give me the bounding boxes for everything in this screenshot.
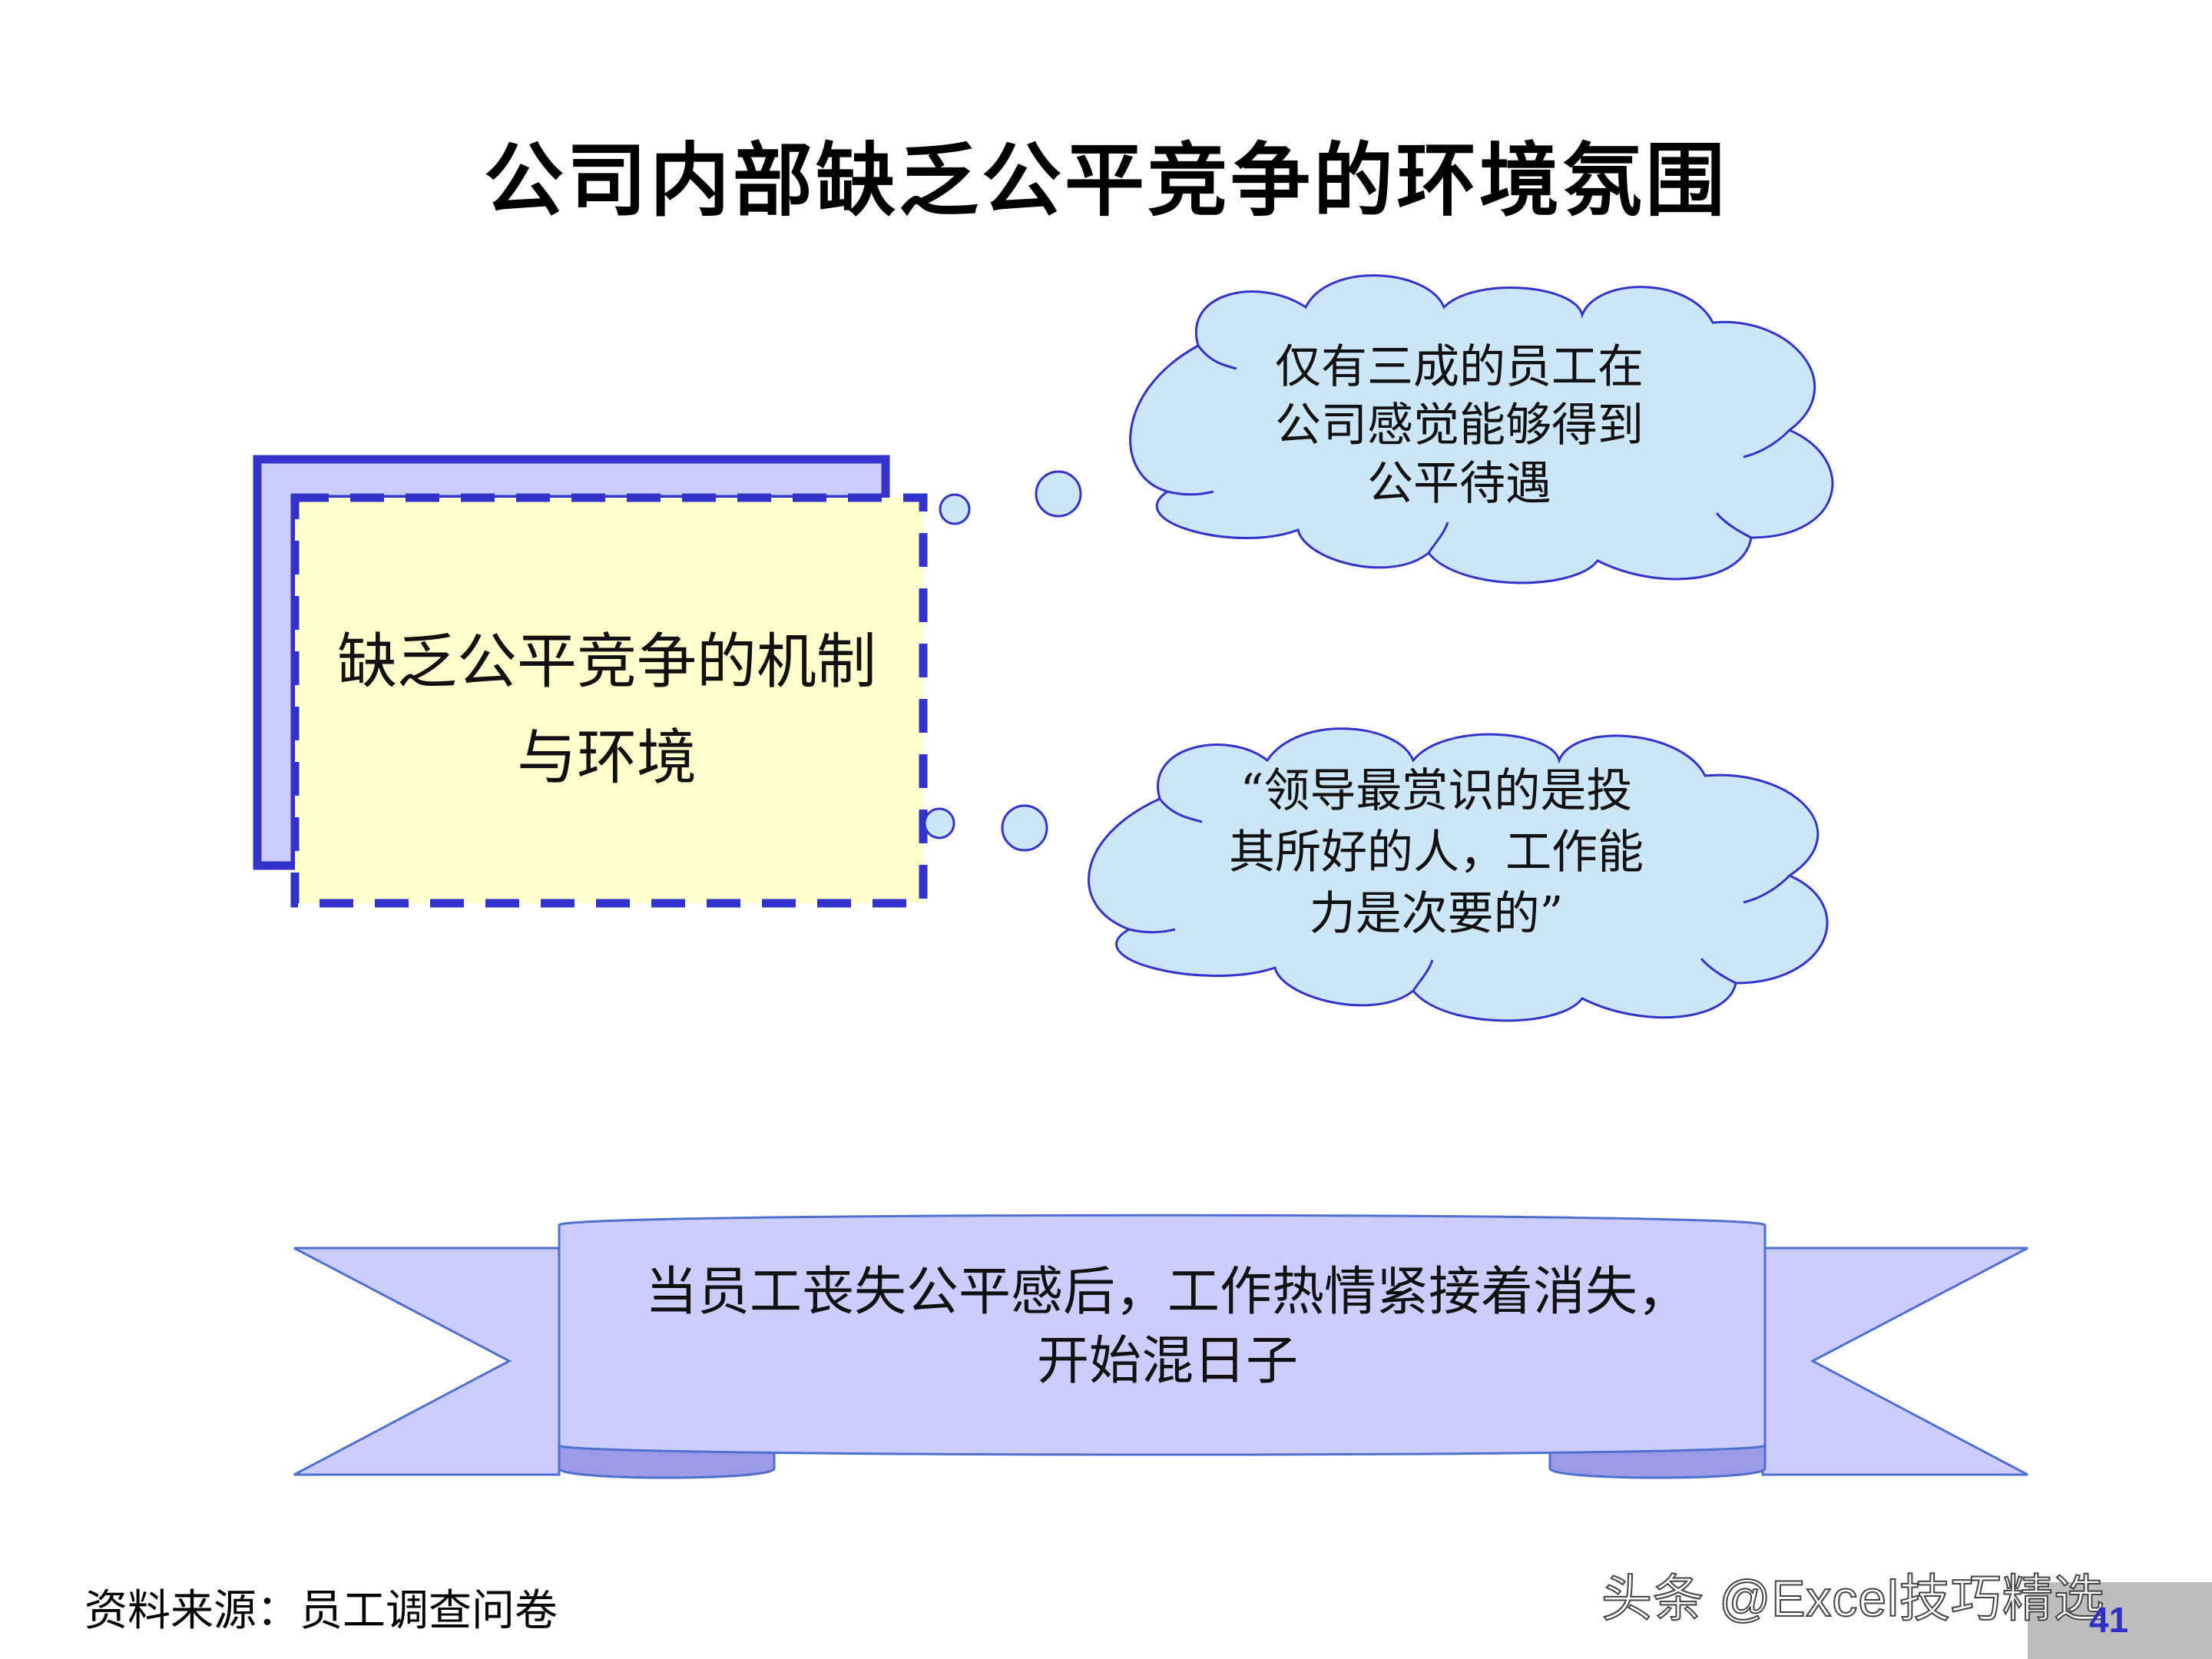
thought-dot-large-1 — [1035, 470, 1082, 518]
thought-dot-small-2 — [923, 807, 955, 839]
cloud-bottom-shape — [1088, 727, 1829, 1022]
cloud-bottom-line-1: “领导最赏识的是投 — [1240, 764, 1633, 818]
watermark: 头条 @Excel技巧精选 — [1601, 1569, 2105, 1628]
cloud-top-line-3: 公平待遇 — [1367, 457, 1551, 511]
banner-text: 当员工丧失公平感后，工作热情紧接着消失， 开始混日子 — [584, 1258, 1751, 1396]
slide-title: 公司内部缺乏公平竞争的环境氛围 — [483, 137, 1728, 226]
cloud-top-shape — [1129, 274, 1834, 584]
cloud-top-text: 仅有三成的员工在 公司感觉能够得到 公平待遇 — [1244, 338, 1674, 513]
source-note: 资料来源：员工调查问卷 — [84, 1586, 558, 1634]
main-box-line-2: 与环境 — [516, 724, 697, 793]
cloud-top-line-1: 仅有三成的员工在 — [1275, 340, 1644, 394]
page-number-box — [2028, 1582, 2212, 1659]
banner-line-2: 开始混日子 — [1036, 1331, 1298, 1392]
thought-dot-small-1 — [939, 493, 971, 525]
cloud-bottom-text: “领导最赏识的是投 其所好的人，工作能 力是次要的” — [1183, 760, 1690, 945]
main-box — [290, 493, 928, 908]
cloud-top-line-2: 公司感觉能够得到 — [1275, 399, 1644, 452]
main-box-text: 缺乏公平竞争的机制 与环境 — [307, 614, 906, 806]
banner-shape — [293, 1214, 2028, 1479]
banner-line-1: 当员工丧失公平感后，工作热情紧接着消失， — [644, 1262, 1690, 1323]
page-number: 41 — [2089, 1600, 2129, 1640]
thought-dot-large-2 — [1001, 804, 1048, 852]
cloud-bottom-line-2: 其所好的人，工作能 — [1229, 826, 1644, 879]
main-box-line-1: 缺乏公平竞争的机制 — [336, 628, 876, 697]
cloud-bottom-line-3: 力是次要的” — [1309, 887, 1564, 941]
